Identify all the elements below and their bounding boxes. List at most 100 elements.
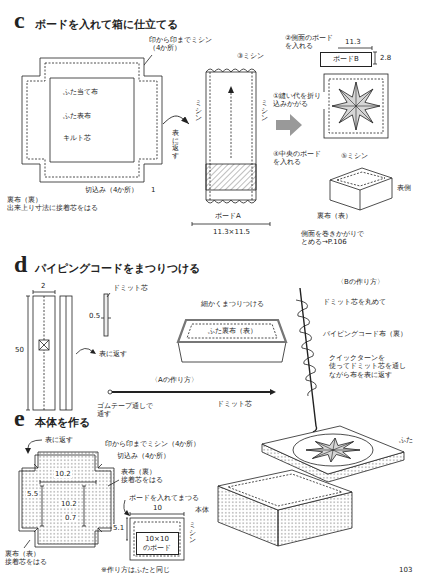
leader-line — [107, 293, 110, 297]
dimension-line — [82, 486, 86, 526]
bias-mark — [39, 340, 49, 350]
arrow-head — [270, 389, 276, 395]
annotation: ボードA — [214, 212, 242, 220]
folded-strip — [60, 296, 72, 410]
annotation: ふた — [398, 436, 414, 444]
lid-patch — [50, 78, 134, 162]
connector-label: 表に返す — [171, 130, 180, 161]
part-label: キルト芯 — [62, 134, 92, 142]
section-heading: ボードを入れて箱に仕立てる — [34, 18, 179, 31]
annotation: 印から印までミシン（4か所） — [104, 440, 201, 448]
dimension-value: 0.7 — [64, 514, 77, 522]
bias-strip — [33, 296, 55, 410]
scallop-edge — [206, 69, 256, 72]
tray-rim — [178, 320, 286, 342]
dimension-value: 50 — [14, 346, 25, 354]
dimension-line — [33, 290, 55, 294]
dimension-value: 11.3 — [344, 38, 362, 46]
annotation: ②側面のボード を入れる — [284, 34, 338, 51]
dimension-line — [373, 52, 377, 64]
part-label: ふた裏布（表） — [207, 327, 258, 335]
dimension-value: 103 — [398, 566, 413, 574]
stitch-line — [210, 72, 252, 200]
annotation: ドミット芯を丸めて — [322, 298, 387, 306]
star-motif — [332, 82, 380, 130]
dimension-line — [126, 518, 128, 540]
dimension-line — [101, 318, 111, 319]
scallop-edge — [206, 200, 256, 203]
tray-box-outline — [176, 316, 288, 366]
box-label: 10×10 のボード — [141, 535, 174, 552]
annotation: 側面を巻きかがりで とめる→P.106 — [300, 230, 368, 247]
annotation: 本体 — [194, 506, 210, 514]
leader-line — [108, 480, 119, 486]
annotation: ④中央のボード を入れる — [272, 150, 326, 167]
star-motif — [304, 438, 362, 462]
lid-top — [262, 426, 404, 474]
fabric-outline — [22, 58, 162, 182]
arrow-head — [90, 349, 96, 354]
piping-cord — [112, 391, 270, 393]
annotation: クイックターンを 使ってドミット芯を通し ながら布を表に返す — [328, 354, 410, 379]
annotation: 表に返す — [44, 436, 74, 444]
dimension-line — [40, 480, 96, 484]
annotation: ボードを入れてまつる — [128, 494, 200, 502]
section-heading: 本体を作る — [34, 416, 91, 429]
dimension-line — [130, 512, 184, 516]
annotation: ミシン — [188, 522, 197, 545]
lining-tube-outline — [190, 66, 272, 206]
annotation: 切込み（4か所） — [84, 186, 139, 194]
section-heading: パイピングコードをまつりつける — [34, 262, 201, 275]
stitch-line — [134, 522, 180, 556]
bias-mark — [39, 340, 49, 350]
dimension-value: 10.2 — [60, 500, 78, 508]
annotation: 表布（裏） 接着芯をはる — [120, 468, 167, 485]
section-letter: d — [14, 252, 27, 276]
section-letter: e — [14, 406, 25, 430]
stitch-line — [337, 172, 385, 186]
annotation: ⑤ミシン — [340, 152, 369, 160]
fold-line — [44, 296, 45, 410]
fabric-cross-outline — [22, 58, 162, 182]
stitch-line — [27, 63, 157, 177]
dimension-value: 5.5 — [26, 490, 39, 498]
stitch-line — [329, 79, 383, 133]
annotation: ③ミシン — [236, 52, 265, 60]
annotation: 印から印までミシン （4か所） — [148, 36, 216, 53]
dimension-line — [40, 486, 44, 526]
annotation: 〈Bの作り方〉 — [336, 278, 385, 286]
dimension-value: 2 — [40, 282, 46, 290]
annotation: 裏布（表） 接着芯をはる — [4, 550, 51, 567]
annotation: 切込み（4か所） — [116, 452, 171, 460]
annotation: 表側 — [396, 184, 412, 192]
part-label: ふた当て布 — [62, 88, 99, 96]
dimension-value: 10 — [152, 504, 163, 512]
section-letter: c — [14, 8, 25, 32]
dimension-line — [26, 296, 30, 410]
seam-line — [66, 296, 67, 410]
arrow-head — [124, 510, 130, 516]
lining-tube: ミシンミシン — [190, 66, 272, 206]
box-rim — [330, 168, 392, 190]
annotation: ①縫い代を折り 込みかがる — [272, 92, 326, 109]
arrow-head — [228, 86, 234, 93]
piping-cord — [178, 320, 286, 342]
annotation: ドミット芯 — [216, 400, 253, 408]
tray-box: ふた裏布（表） — [176, 316, 288, 366]
fabric-square — [130, 518, 184, 560]
annotation: ドミット芯 — [112, 284, 149, 292]
annotation: ゴムテープ通しで 通す — [96, 402, 157, 419]
outer-cross — [22, 452, 114, 544]
lid-square — [324, 74, 388, 138]
quilt-line — [293, 434, 373, 466]
part-label: ミシン — [194, 100, 203, 123]
box-label: ボードB — [332, 55, 360, 63]
lining-body — [206, 72, 256, 200]
fabric-cross: ふた当て布ふた表布キルト芯 — [22, 58, 162, 182]
turn-arrow — [76, 348, 93, 354]
annotation: 〈Aの作り方〉 — [150, 376, 199, 384]
lining-band — [206, 164, 256, 190]
annotation: ※作り方はふたと同じ — [100, 566, 171, 574]
